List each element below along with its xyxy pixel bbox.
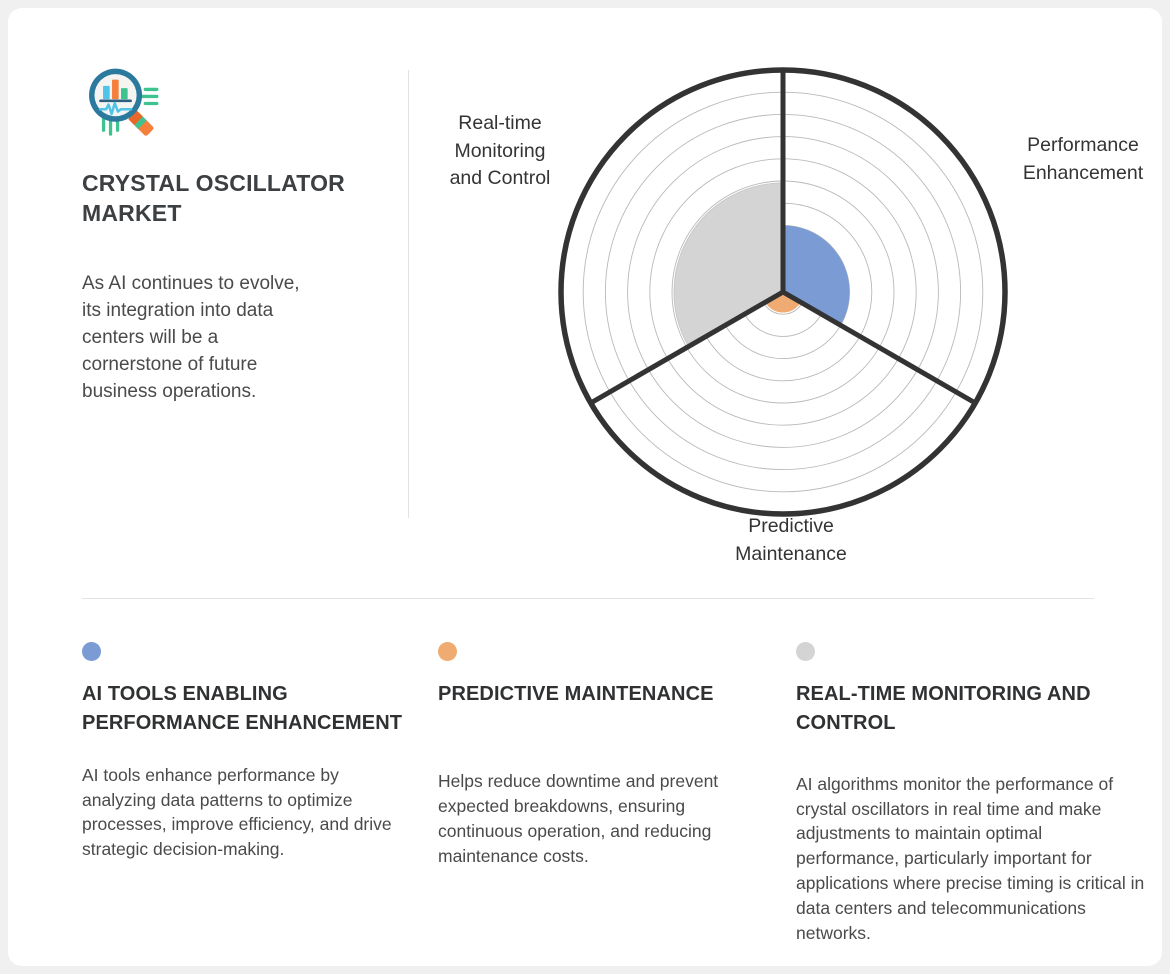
chart-spokes bbox=[589, 70, 977, 406]
analytics-magnifier-icon bbox=[89, 68, 159, 136]
top-section: CRYSTAL OSCILLATOR MARKET As AI continue… bbox=[8, 8, 1162, 598]
legend-item-realtime-monitoring: REAL-TIME MONITORING AND CONTROL AI algo… bbox=[796, 642, 1148, 946]
horizontal-divider bbox=[82, 598, 1094, 599]
legend-body: AI tools enhance performance by analyzin… bbox=[82, 764, 392, 860]
page-title: CRYSTAL OSCILLATOR MARKET bbox=[82, 170, 345, 227]
legend-body: AI algorithms monitor the performance of… bbox=[796, 773, 1145, 943]
legend-heading: PREDICTIVE MAINTENANCE bbox=[438, 683, 714, 705]
axis-label-realtime-monitoring: Real-time Monitoring and Control bbox=[449, 112, 551, 190]
legend-dot-icon bbox=[796, 642, 815, 661]
chart-outer-ring bbox=[558, 67, 1008, 517]
legend-heading: AI TOOLS ENABLING PERFORMANCE ENHANCEMEN… bbox=[82, 683, 403, 735]
legend-dot-icon bbox=[438, 642, 457, 661]
infographic-card: CRYSTAL OSCILLATOR MARKET As AI continue… bbox=[8, 8, 1162, 966]
legend-heading: REAL-TIME MONITORING AND CONTROL bbox=[796, 683, 1091, 735]
axis-label-predictive-maintenance: Predictive Maintenance bbox=[735, 515, 847, 565]
brand-description: As AI continues to evolve, its integrati… bbox=[82, 272, 300, 402]
polar-area-chart: Real-time Monitoring and Control Perform… bbox=[418, 8, 1162, 598]
legend-body: Helps reduce downtime and prevent expect… bbox=[438, 771, 719, 866]
legend-dot-icon bbox=[82, 642, 101, 661]
rose-chart-svg bbox=[558, 67, 1008, 517]
brand-column: CRYSTAL OSCILLATOR MARKET As AI continue… bbox=[82, 64, 392, 406]
vertical-divider bbox=[408, 70, 409, 518]
legend-item-predictive-maintenance: PREDICTIVE MAINTENANCE Helps reduce down… bbox=[438, 642, 768, 869]
axis-label-performance-enhancement: Performance Enhancement bbox=[1022, 134, 1144, 184]
legend-item-performance-enhancement: AI TOOLS ENABLING PERFORMANCE ENHANCEMEN… bbox=[82, 642, 412, 862]
